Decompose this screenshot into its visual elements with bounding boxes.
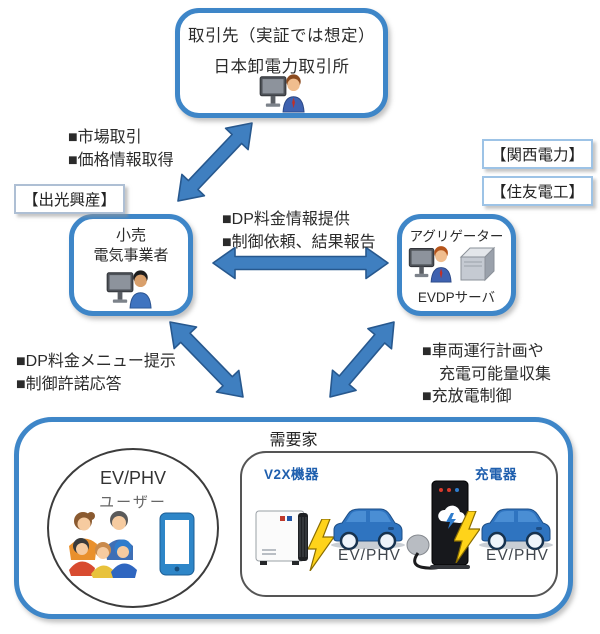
tag-sumitomo: 【住友電工】 — [482, 176, 594, 206]
label-line: ■市場取引 — [68, 129, 142, 146]
label-line: ■制御許諾応答 — [16, 375, 122, 393]
tag-kansai: 【関西電力】 — [482, 139, 594, 169]
arrow-dp-info — [212, 246, 389, 280]
tag-idemitsu: 【出光興産】 — [14, 184, 126, 214]
label-market-trade: ■市場取引 ■価格情報取得 — [68, 127, 174, 172]
label-vehicle-plan: ■車両運行計画や 充電可能量収集 ■充放電制御 — [422, 341, 551, 409]
ev-label-right: EV/PHV — [486, 547, 549, 564]
label-line: ■制御依頼、結果報告 — [222, 233, 376, 251]
lightning-icon — [308, 519, 334, 571]
ev-user-line2: ユーザー — [99, 494, 167, 511]
arrow-vehicle-plan — [329, 321, 395, 398]
ev-car-icon — [328, 501, 408, 551]
ev-user-line1: EV/PHV — [99, 468, 167, 488]
evdp-server-label: EVDPサーバ — [417, 290, 496, 305]
label-line: ■DP料金情報提供 — [222, 211, 350, 228]
smartphone-icon — [159, 512, 195, 576]
v2x-label: V2X機器 — [264, 467, 320, 482]
exchange-box: 取引先（実証では想定） 日本卸電力取引所 — [175, 8, 388, 118]
worker-at-computer-icon — [258, 71, 310, 113]
family-icon — [63, 508, 147, 580]
retailer-box: 小売 電気事業者 — [69, 214, 193, 316]
ev-car-icon — [476, 501, 556, 551]
arrow-dp-menu — [169, 321, 244, 398]
exchange-box-line1: 取引先（実証では想定） — [188, 27, 375, 45]
label-dp-menu: ■DP料金メニュー提示 ■制御許諾応答 — [16, 351, 176, 396]
v2x-device-icon — [254, 505, 314, 567]
consumer-title: 需要家 — [269, 432, 318, 449]
server-icon — [452, 243, 504, 283]
label-line: ■価格情報取得 — [68, 151, 174, 169]
aggregator-title: アグリゲーター — [409, 229, 504, 244]
ev-label-left: EV/PHV — [338, 547, 401, 564]
aggregator-icons — [408, 243, 504, 283]
label-line: 充電可能量収集 — [439, 365, 552, 383]
charger-label: 充電器 — [475, 467, 517, 482]
retailer-line1: 小売 — [115, 227, 146, 244]
lightning-icon — [454, 511, 480, 563]
arrow-market-trade — [177, 122, 253, 202]
consumer-box: 需要家 EV/PHV ユーザー — [14, 417, 573, 619]
retailer-line2: 電気事業者 — [93, 247, 169, 264]
label-dp-info: ■DP料金情報提供 ■制御依頼、結果報告 — [222, 209, 376, 254]
ev-user-circle: EV/PHV ユーザー — [47, 448, 219, 608]
charger-icon — [404, 479, 476, 573]
label-line: ■DP料金メニュー提示 — [16, 353, 176, 370]
worker-at-computer-icon — [106, 267, 156, 309]
equipment-box: V2X機器 充電器 — [240, 451, 558, 597]
exchange-box-line2: 日本卸電力取引所 — [213, 58, 350, 76]
label-line: ■充放電制御 — [422, 388, 512, 405]
worker-at-computer-icon — [408, 243, 456, 283]
aggregator-box: アグリゲーター — [397, 214, 516, 316]
label-line: ■車両運行計画や — [422, 343, 544, 360]
